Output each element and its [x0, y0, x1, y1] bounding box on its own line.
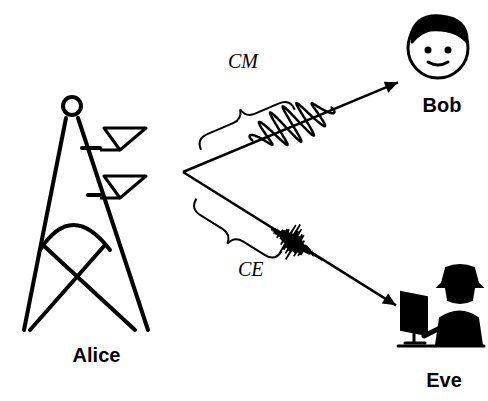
antenna-icon: [100, 128, 146, 198]
arrow-head: [382, 293, 396, 305]
node-label: Alice: [10, 344, 183, 367]
capacity-label: CM: [226, 50, 260, 73]
arrow-head: [384, 82, 398, 93]
node-label: Bob: [398, 94, 486, 117]
user-node: Bob: [398, 5, 486, 117]
tower-node: Alice: [10, 95, 183, 367]
node-label: Eve: [396, 369, 488, 392]
tower-icon: [24, 97, 148, 330]
capacity-label: CE: [236, 258, 266, 281]
signal-path: [183, 82, 398, 172]
eve-hacker: [398, 265, 484, 346]
eavesdropper-node: Eve: [396, 240, 488, 392]
signal-path: [183, 172, 396, 305]
capacity-brace: [185, 90, 295, 270]
bob-face: [408, 16, 468, 78]
